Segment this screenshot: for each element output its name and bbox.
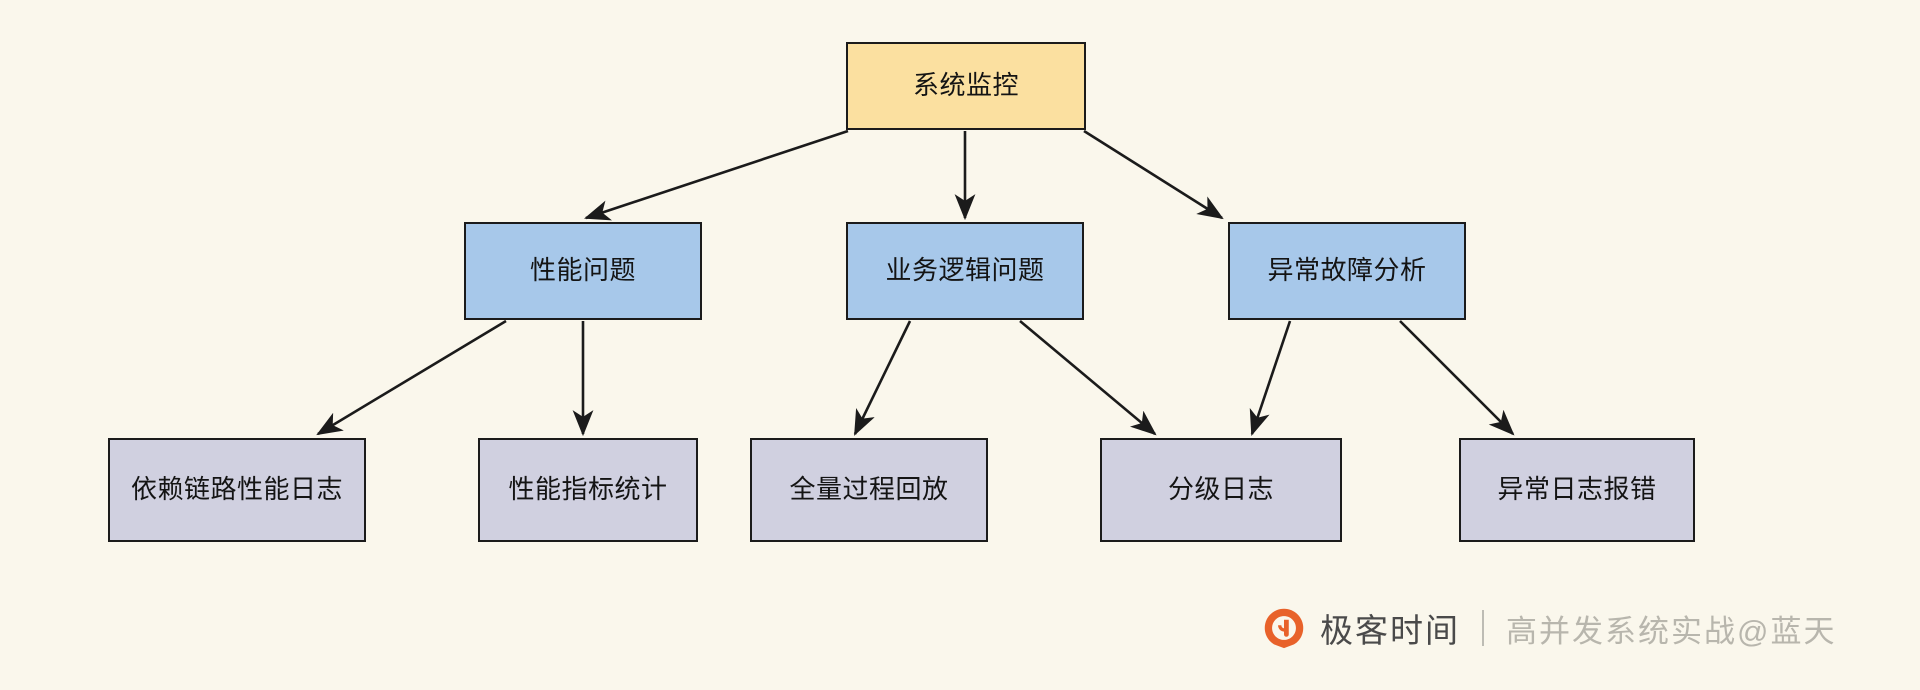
node-exception-log-error[interactable]: 异常日志报错	[1459, 438, 1695, 542]
node-performance-metrics-statistics[interactable]: 性能指标统计	[478, 438, 698, 542]
node-label: 性能问题	[529, 255, 636, 286]
edge-root-to-fault	[1083, 129, 1224, 220]
node-label: 异常故障分析	[1267, 255, 1427, 286]
node-graded-log[interactable]: 分级日志	[1100, 438, 1342, 542]
node-business-logic-issue[interactable]: 业务逻辑问题	[846, 222, 1084, 320]
geektime-logo-icon	[1264, 608, 1304, 649]
node-label: 业务逻辑问题	[885, 255, 1045, 286]
watermark: 极客时间 高并发系统实战@蓝天	[1262, 604, 1836, 652]
node-dependency-chain-performance-log[interactable]: 依赖链路性能日志	[108, 438, 366, 542]
node-label: 性能指标统计	[508, 474, 668, 505]
node-label: 分级日志	[1167, 474, 1274, 505]
watermark-brand: 极客时间	[1320, 612, 1460, 649]
node-system-monitoring[interactable]: 系统监控	[846, 42, 1086, 130]
node-fault-analysis[interactable]: 异常故障分析	[1228, 222, 1466, 320]
edge-perf-to-dep-log	[316, 319, 507, 436]
watermark-course: 高并发系统实战@蓝天	[1506, 613, 1837, 649]
edge-root-to-perf	[584, 129, 849, 221]
watermark-divider	[1482, 610, 1484, 646]
edge-biz-to-replay	[853, 320, 912, 436]
node-full-process-replay[interactable]: 全量过程回放	[750, 438, 988, 542]
edge-biz-to-graded-log	[1019, 320, 1157, 436]
node-label: 异常日志报错	[1497, 474, 1657, 505]
node-label: 系统监控	[912, 70, 1019, 101]
edge-fault-to-err-log	[1399, 320, 1515, 436]
node-label: 依赖链路性能日志	[130, 474, 343, 505]
edge-fault-to-graded-log	[1249, 320, 1292, 436]
node-label: 全量过程回放	[789, 474, 949, 505]
node-performance-issue[interactable]: 性能问题	[464, 222, 702, 320]
